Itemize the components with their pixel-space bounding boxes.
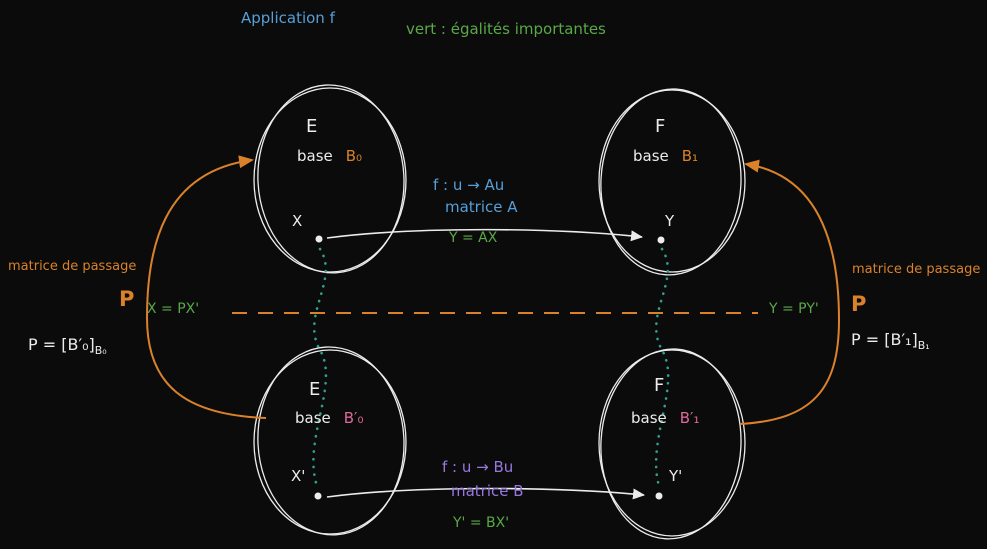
passage-equation-right: Y = PY': [769, 301, 819, 317]
point-label-x-prime: X': [291, 467, 306, 485]
base-label-top-left: base B₀: [297, 148, 362, 165]
basis-symbol-b1: B₁: [681, 147, 699, 165]
base-label-bottom-right: base B′₁: [631, 410, 699, 427]
passage-arrow-left: [145, 155, 267, 419]
set-ellipse-bottom-left: [253, 346, 407, 536]
set-name-top-left: E: [306, 116, 319, 137]
set-name-bottom-left: E: [309, 379, 322, 400]
coordinate-link-left: [312, 247, 328, 488]
formula-subscript: B₁: [917, 339, 930, 353]
passage-label-right: matrice de passage: [852, 262, 981, 277]
point-dot-x: [315, 235, 323, 243]
base-word: base: [297, 147, 333, 165]
map-rule-bottom: f : u → Bu: [442, 458, 514, 476]
set-ellipse-top-right: [598, 88, 746, 276]
basis-symbol-b0-prime: B′₀: [343, 409, 364, 427]
map-equation-bottom: Y' = BX': [453, 515, 510, 531]
map-equation-top: Y = AX: [449, 230, 498, 246]
point-label-y-prime: Y': [669, 467, 683, 485]
point-label-x: X: [292, 212, 303, 230]
map-arrow-bottom: [326, 487, 645, 500]
passage-symbol-right: P: [851, 292, 867, 316]
passage-symbol-left: P: [119, 287, 135, 311]
point-dot-x-prime: [314, 492, 322, 500]
set-name-top-right: F: [655, 116, 667, 137]
set-ellipse-top-left: [253, 84, 407, 274]
base-word: base: [295, 409, 331, 427]
passage-formula-left: P = [B′₀]B₀: [28, 336, 107, 357]
passage-equation-left: X = PX': [147, 301, 200, 317]
map-arrow-top: [326, 228, 643, 242]
set-ellipse-bottom-right: [598, 348, 746, 540]
basis-symbol-b0: B₀: [345, 147, 363, 165]
coordinate-link-right: [654, 247, 670, 488]
map-rule-top: f : u → Au: [433, 176, 505, 194]
map-matrix-bottom: matrice B: [451, 482, 524, 500]
basis-symbol-b1-prime: B′₁: [679, 409, 700, 427]
passage-label-left: matrice de passage: [8, 259, 137, 274]
legend-label: vert : égalités importantes: [406, 20, 606, 38]
passage-formula-right: P = [B′₁]B₁: [851, 331, 930, 352]
formula-main: P = [B′₀]: [28, 335, 95, 354]
formula-main: P = [B′₁]: [851, 330, 918, 349]
point-dot-y: [657, 236, 665, 244]
application-label: Application f: [241, 9, 335, 27]
formula-subscript: B₀: [94, 344, 107, 358]
base-label-top-right: base B₁: [633, 148, 698, 165]
set-name-bottom-right: F: [654, 375, 666, 396]
map-matrix-top: matrice A: [445, 198, 518, 216]
point-dot-y-prime: [655, 492, 663, 500]
base-word: base: [633, 147, 669, 165]
base-word: base: [631, 409, 667, 427]
passage-arrow-right: [739, 159, 841, 425]
base-label-bottom-left: base B′₀: [295, 410, 363, 427]
point-label-y: Y: [665, 212, 675, 230]
